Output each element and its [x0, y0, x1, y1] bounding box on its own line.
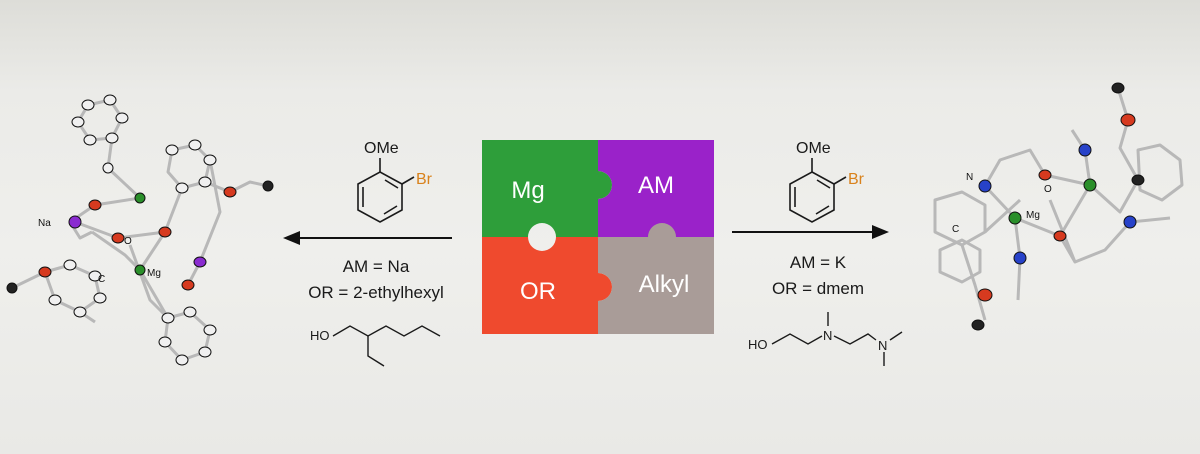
left-condition-or: OR = 2-ethylhexyl [308, 283, 444, 302]
left-atom-label-na: Na [38, 218, 51, 229]
left-condition-am: AM = Na [343, 257, 410, 276]
puzzle-label-am: AM [638, 172, 674, 199]
puzzle-piece-am [598, 140, 714, 251]
puzzle-piece-mg [482, 140, 612, 237]
right-condition-am: AM = K [790, 253, 847, 272]
left-alcohol-ho: HO [310, 328, 330, 343]
puzzle-label-alkyl: Alkyl [639, 271, 690, 298]
left-atom-label-mg: Mg [147, 268, 161, 279]
right-crystal-structure: N O C Mg [933, 82, 1184, 331]
right-atom-label-mg: Mg [1026, 210, 1040, 221]
left-reaction-arrow [283, 231, 452, 245]
left-atom-label-o: O [124, 236, 132, 247]
right-reagent [789, 158, 847, 223]
right-alcohol-n2: N [878, 338, 887, 353]
puzzle-label-mg: Mg [511, 177, 544, 204]
left-crystal-structure: Na O C Mg [6, 94, 274, 366]
right-alcohol-n1: N [823, 328, 832, 343]
right-reaction-arrow [732, 225, 889, 239]
right-reagent-br: Br [848, 171, 865, 188]
left-atom-label-c: C [98, 274, 105, 285]
puzzle-graphic: Mg AM OR Alkyl [482, 140, 714, 334]
right-alcohol-skeleton [771, 312, 903, 366]
right-atom-label-o: O [1044, 184, 1052, 195]
right-condition-or: OR = dmem [772, 279, 864, 298]
right-atom-label-n: N [966, 172, 973, 183]
right-alcohol-ho: HO [748, 337, 768, 352]
left-alcohol-skeleton [332, 325, 441, 367]
left-reagent-br: Br [416, 171, 433, 188]
left-reagent-ome: OMe [364, 140, 399, 157]
right-reagent-ome: OMe [796, 140, 831, 157]
puzzle-piece-alkyl [598, 223, 714, 334]
right-atom-label-c: C [952, 224, 959, 235]
left-reagent [357, 158, 415, 223]
puzzle-label-or: OR [520, 278, 556, 305]
puzzle-piece-or [482, 237, 612, 334]
